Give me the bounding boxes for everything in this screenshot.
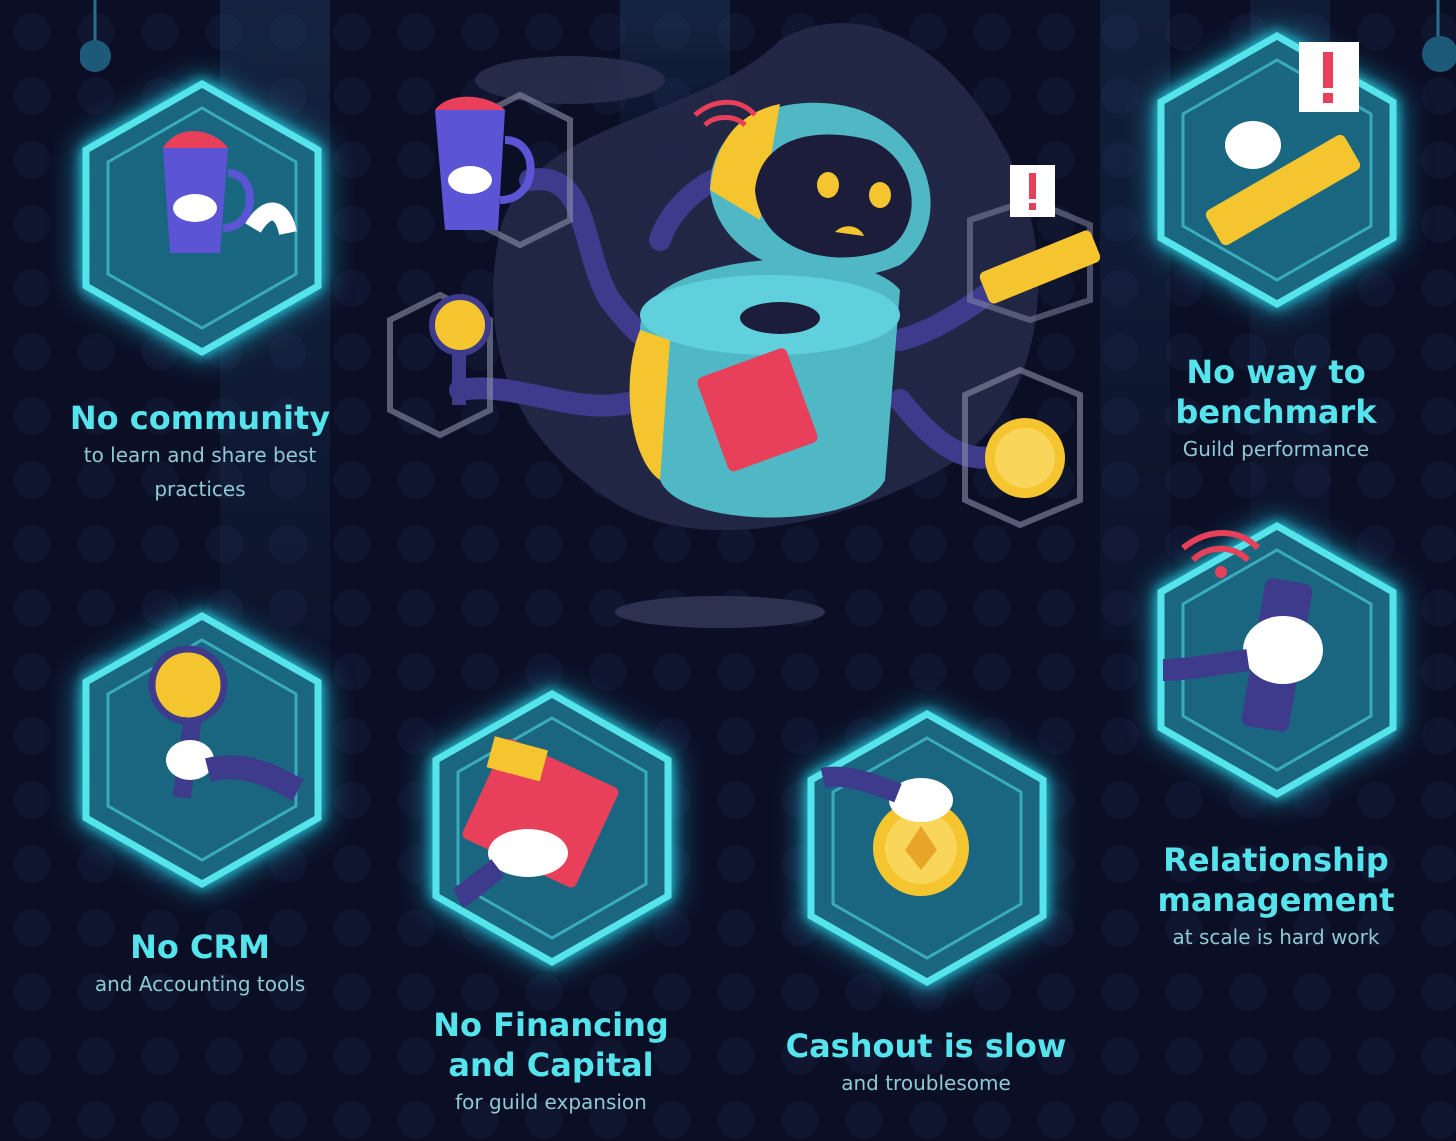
feature-subtitle: at scale is hard work [1172,925,1380,949]
feature-subtitle: Guild performance [1182,437,1370,461]
feature-relationship [1153,520,1401,800]
robot-illustration [387,23,1100,628]
money-envelope-icon [452,736,619,908]
feature-title: No Financing and Capital [433,1006,669,1084]
feature-benchmark [1153,30,1401,310]
hanging-lamp-right [1422,0,1456,72]
mug-icon [163,131,297,253]
hexagon-frame [82,79,322,357]
hexagon-frame [82,611,322,889]
feature-subtitle: for guild expansion [455,1090,647,1114]
hexagon-frame [1157,31,1397,309]
coin-icon [820,766,969,896]
phone-signal-icon [1162,530,1323,732]
hexagon-frame [432,689,672,967]
feature-title: No community [69,399,331,437]
feature-title: No CRM [130,928,270,966]
caption-relationship: Relationship management at scale is hard … [1106,840,1446,954]
caption-crm: No CRM and Accounting tools [30,927,370,1001]
hexagon-frame [807,709,1047,987]
feature-subtitle: and Accounting tools [94,972,306,996]
caption-community: No community to learn and share best prac… [30,398,370,506]
magnifier-icon [148,645,304,801]
feature-title: No way to benchmark [1175,353,1377,431]
caption-cashout: Cashout is slow and troublesome [756,1026,1096,1100]
caption-financing: No Financing and Capital for guild expans… [381,1005,721,1119]
feature-financing [428,688,676,968]
hexagon-frame [1157,521,1397,799]
feature-crm [78,610,326,890]
feature-community [78,78,326,358]
hanging-lamp-left [80,0,111,72]
feature-subtitle: to learn and share best practices [83,443,317,501]
phone-alert-icon [1205,42,1361,246]
feature-title: Relationship management [1157,841,1395,919]
feature-subtitle: and troublesome [841,1071,1011,1095]
feature-title: Cashout is slow [785,1027,1067,1065]
feature-cashout [803,708,1051,988]
